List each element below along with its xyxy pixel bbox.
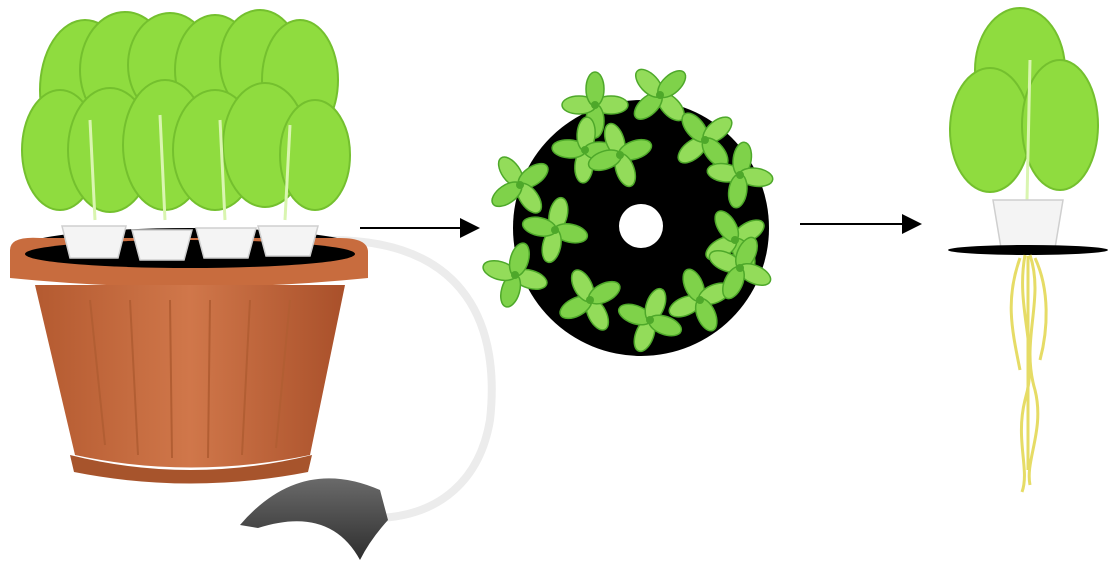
mint-center <box>736 264 744 272</box>
lettuce-foliage <box>22 10 350 212</box>
mint-center <box>516 181 524 189</box>
mint-center <box>731 236 739 244</box>
mint-leaf <box>586 72 604 106</box>
mint-center <box>646 316 654 324</box>
mint-center <box>701 136 709 144</box>
mint-center <box>511 271 519 279</box>
deep-water-culture-pot <box>10 10 492 560</box>
floating-raft-top-view <box>481 65 774 356</box>
mint-center <box>616 151 624 159</box>
single-lettuce-leaves <box>950 8 1098 192</box>
mint-center <box>586 296 594 304</box>
center-hole <box>619 204 663 248</box>
mint-center <box>581 146 589 154</box>
mint-center <box>591 101 599 109</box>
roots <box>1011 255 1046 492</box>
air-tube <box>330 240 492 518</box>
single-plant-detail <box>948 8 1108 492</box>
mint-center <box>736 171 744 179</box>
mint-center <box>656 91 664 99</box>
raft-line <box>948 245 1108 255</box>
mint-center <box>551 226 559 234</box>
air-pump <box>240 478 388 560</box>
mint-center <box>696 296 704 304</box>
net-cup <box>993 200 1063 248</box>
terracotta-pot <box>35 285 345 468</box>
